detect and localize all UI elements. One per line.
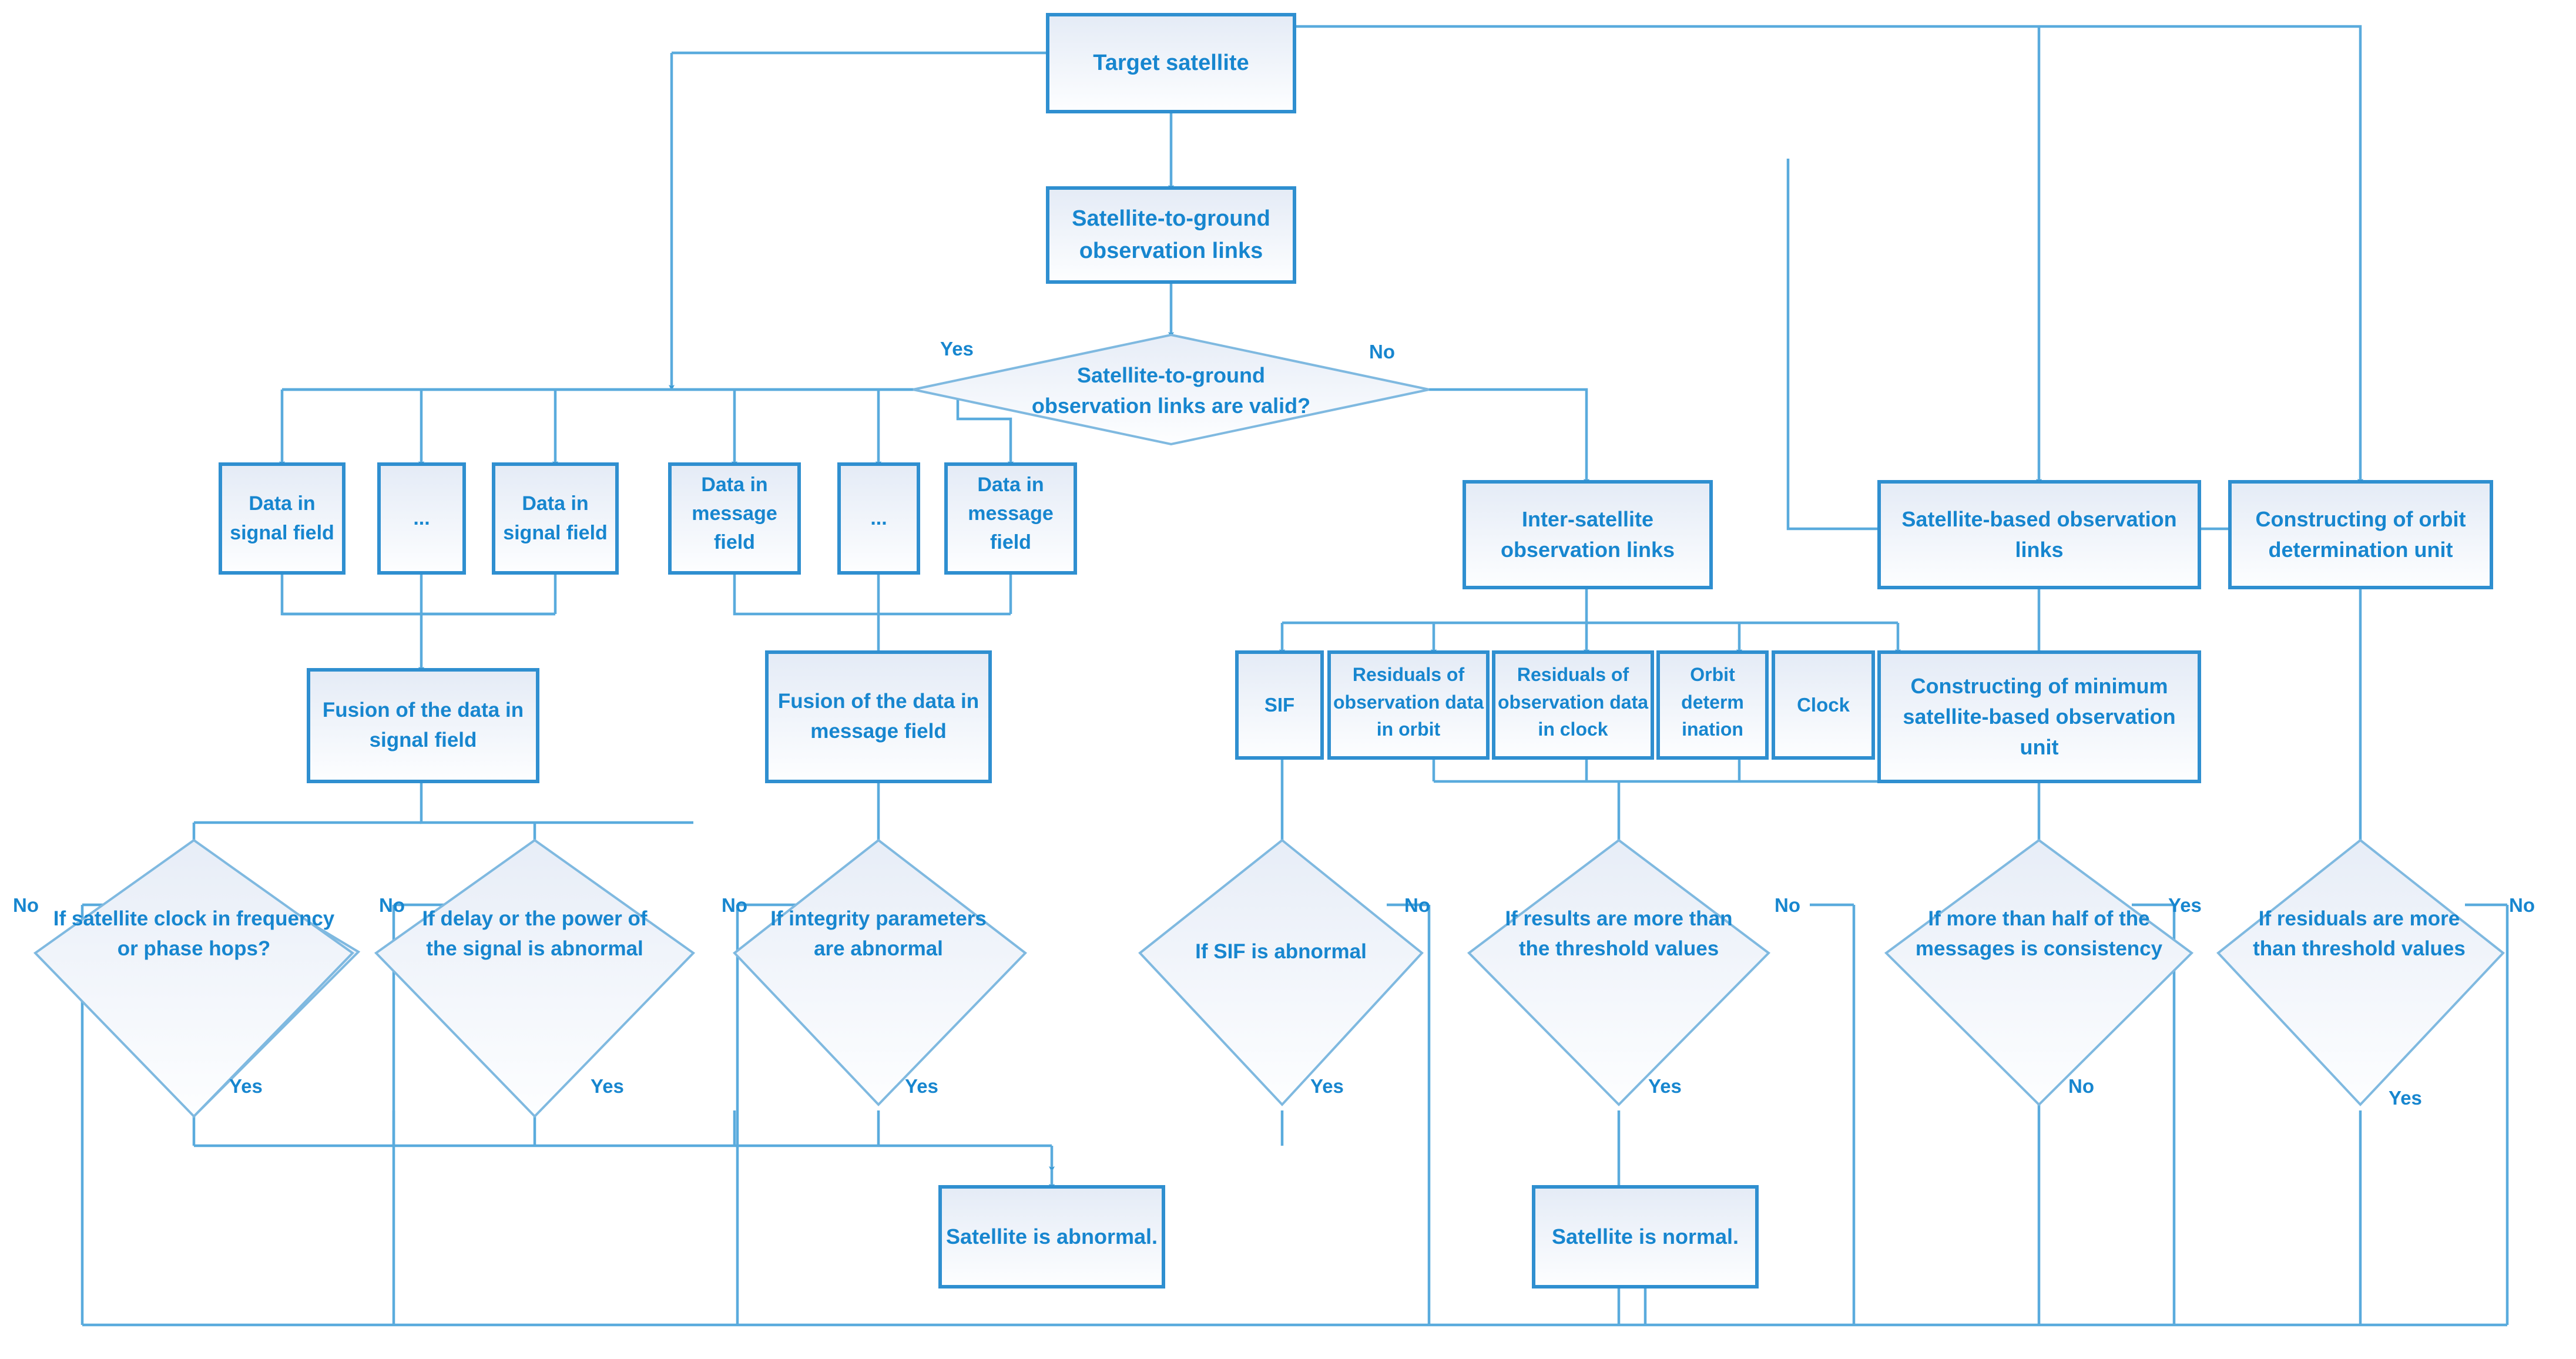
edge-label-half-yes: Yes <box>2168 894 2202 916</box>
node-d-residuals-threshold <box>2216 838 2505 1106</box>
edge-label-valid-yes: Yes <box>940 338 974 360</box>
edge-label-delay-yes: Yes <box>591 1075 624 1097</box>
node-fusion-signal <box>307 668 539 783</box>
edge-label-residuals-no: No <box>2509 894 2535 916</box>
edge-label-delay-no: No <box>379 894 405 916</box>
node-residuals-clock <box>1492 650 1654 760</box>
node-d-sif <box>1138 838 1424 1106</box>
node-d-clock-hops-outline <box>33 838 355 1118</box>
edge-label-clock-no: No <box>13 894 39 916</box>
node-constructing-min-unit <box>1877 650 2201 783</box>
edge-label-clock-yes: Yes <box>229 1075 263 1097</box>
edge-label-results-yes: Yes <box>1648 1075 1682 1097</box>
node-data-signal-dots <box>377 462 466 575</box>
node-target-satellite <box>1046 13 1296 113</box>
node-data-signal-1 <box>219 462 346 575</box>
edge-label-sif-no: No <box>1404 894 1430 916</box>
node-d-integrity <box>733 838 1027 1106</box>
node-d-results-threshold <box>1467 838 1771 1106</box>
node-sif <box>1235 650 1324 760</box>
node-sat-abnormal <box>938 1185 1165 1288</box>
node-constructing-orbit-unit <box>2228 480 2493 589</box>
edge-label-sif-yes: Yes <box>1310 1075 1344 1097</box>
node-d-delay-power <box>374 838 696 1118</box>
node-fusion-message <box>765 650 992 783</box>
edge-label-residuals-yes: Yes <box>2389 1087 2422 1109</box>
node-d-half-messages <box>1884 838 2194 1106</box>
flowchart-shapes <box>119 13 2505 1288</box>
node-sat-ground-valid <box>913 333 1430 446</box>
node-sat-based-links <box>1877 480 2201 589</box>
node-data-message-2 <box>944 462 1077 575</box>
node-residuals-orbit <box>1327 650 1490 760</box>
node-data-message-dots <box>837 462 920 575</box>
edge-label-integrity-yes: Yes <box>905 1075 938 1097</box>
edge-label-valid-no: No <box>1369 341 1395 363</box>
edge-label-half-no: No <box>2068 1075 2094 1097</box>
node-inter-sat-links <box>1463 480 1713 589</box>
edge-label-integrity-no: No <box>722 894 747 916</box>
edge-label-results-no: No <box>1775 894 1800 916</box>
node-sat-ground-links <box>1046 186 1296 284</box>
node-clock <box>1772 650 1875 760</box>
node-data-message-1 <box>668 462 801 575</box>
node-data-signal-2 <box>492 462 619 575</box>
node-orbit-determination <box>1656 650 1769 760</box>
node-sat-normal <box>1532 1185 1759 1288</box>
